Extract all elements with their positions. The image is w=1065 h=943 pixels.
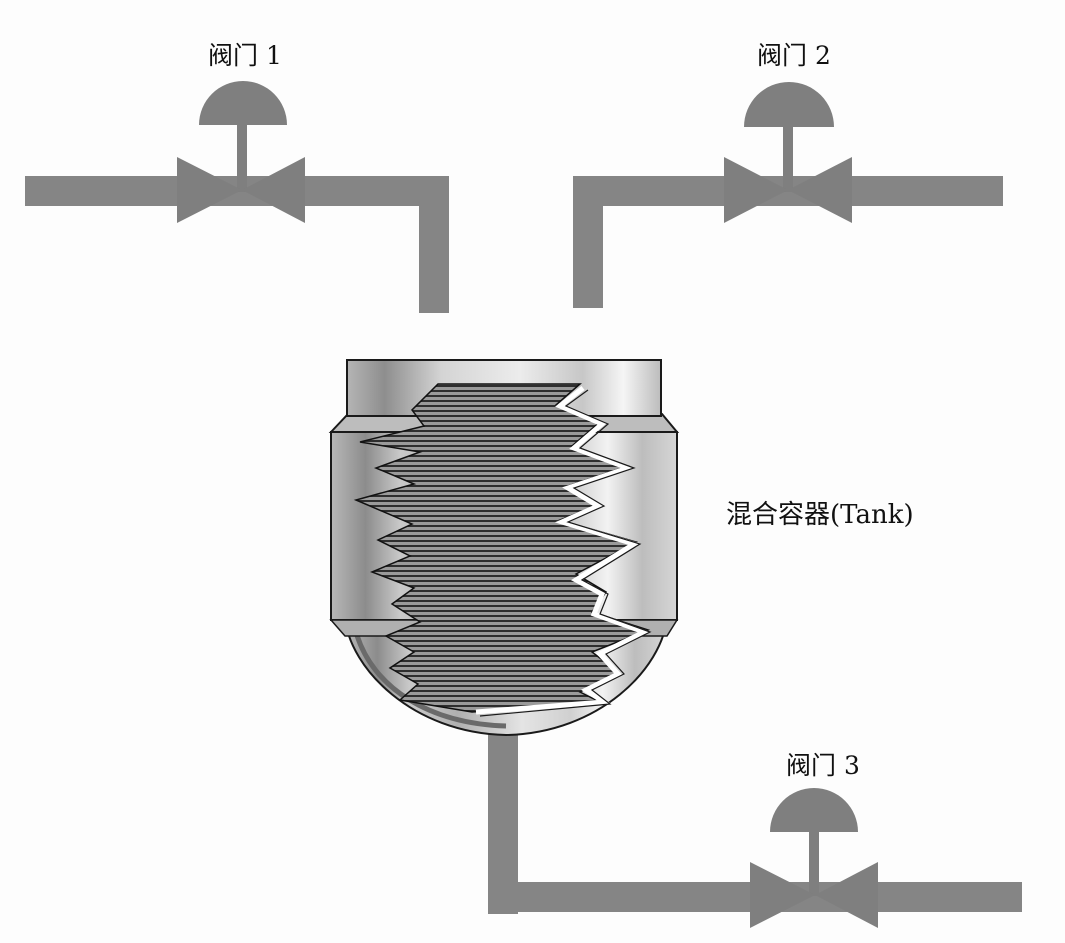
mixing-tank[interactable] bbox=[328, 359, 680, 737]
valve-3-right-wedge bbox=[815, 862, 878, 928]
valve-2-label: 阀门 2 bbox=[757, 41, 831, 70]
valve-1-right-wedge bbox=[242, 157, 305, 223]
valve-1-label: 阀门 1 bbox=[208, 41, 282, 70]
valve-2-stem bbox=[783, 126, 793, 192]
valve-3-actuator-icon bbox=[770, 788, 858, 832]
valve-1-stem bbox=[237, 124, 247, 192]
valve-1-symbol[interactable] bbox=[177, 81, 305, 223]
tank-liquid-highlight bbox=[475, 386, 651, 715]
valve-2-left-wedge bbox=[724, 157, 788, 223]
pipe-inlet-1 bbox=[25, 176, 449, 313]
valve-1-actuator-icon bbox=[199, 81, 287, 125]
valve-3-label: 阀门 3 bbox=[786, 751, 860, 780]
valve-3-symbol[interactable] bbox=[750, 788, 878, 928]
valve-3-stem bbox=[809, 830, 819, 896]
valve-1-left-wedge bbox=[177, 157, 242, 223]
valve-2-actuator-icon bbox=[744, 82, 834, 127]
tank-liquid-edge bbox=[479, 389, 652, 717]
valve-2-right-wedge bbox=[788, 157, 852, 223]
tank-label: 混合容器(Tank) bbox=[726, 500, 914, 530]
valve-2-symbol[interactable] bbox=[724, 82, 852, 223]
valve-3-left-wedge bbox=[750, 862, 815, 928]
pipe-inlet-2 bbox=[573, 176, 1003, 308]
